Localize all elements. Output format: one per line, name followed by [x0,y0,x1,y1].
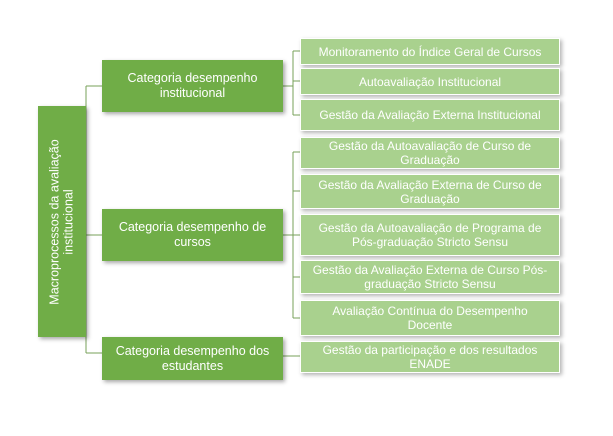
leaf-avaliacao-externa-curso-pos: Gestão da Avaliação Externa de Curso Pós… [300,260,560,294]
leaf-monitoramento-igc: Monitoramento do Índice Geral de Cursos [300,38,560,65]
root-label-line2: institucional [62,188,76,255]
root-macroprocessos: Macroprocessos da avaliação instituciona… [38,106,86,337]
leaf-avaliacao-externa-institucional: Gestão da Avaliação Externa Instituciona… [300,99,560,131]
root-label-line1: Macroprocessos da avaliação [48,138,62,305]
root-label: Macroprocessos da avaliação instituciona… [48,139,76,304]
leaf-autoavaliacao-institucional: Autoavaliação Institucional [300,68,560,95]
